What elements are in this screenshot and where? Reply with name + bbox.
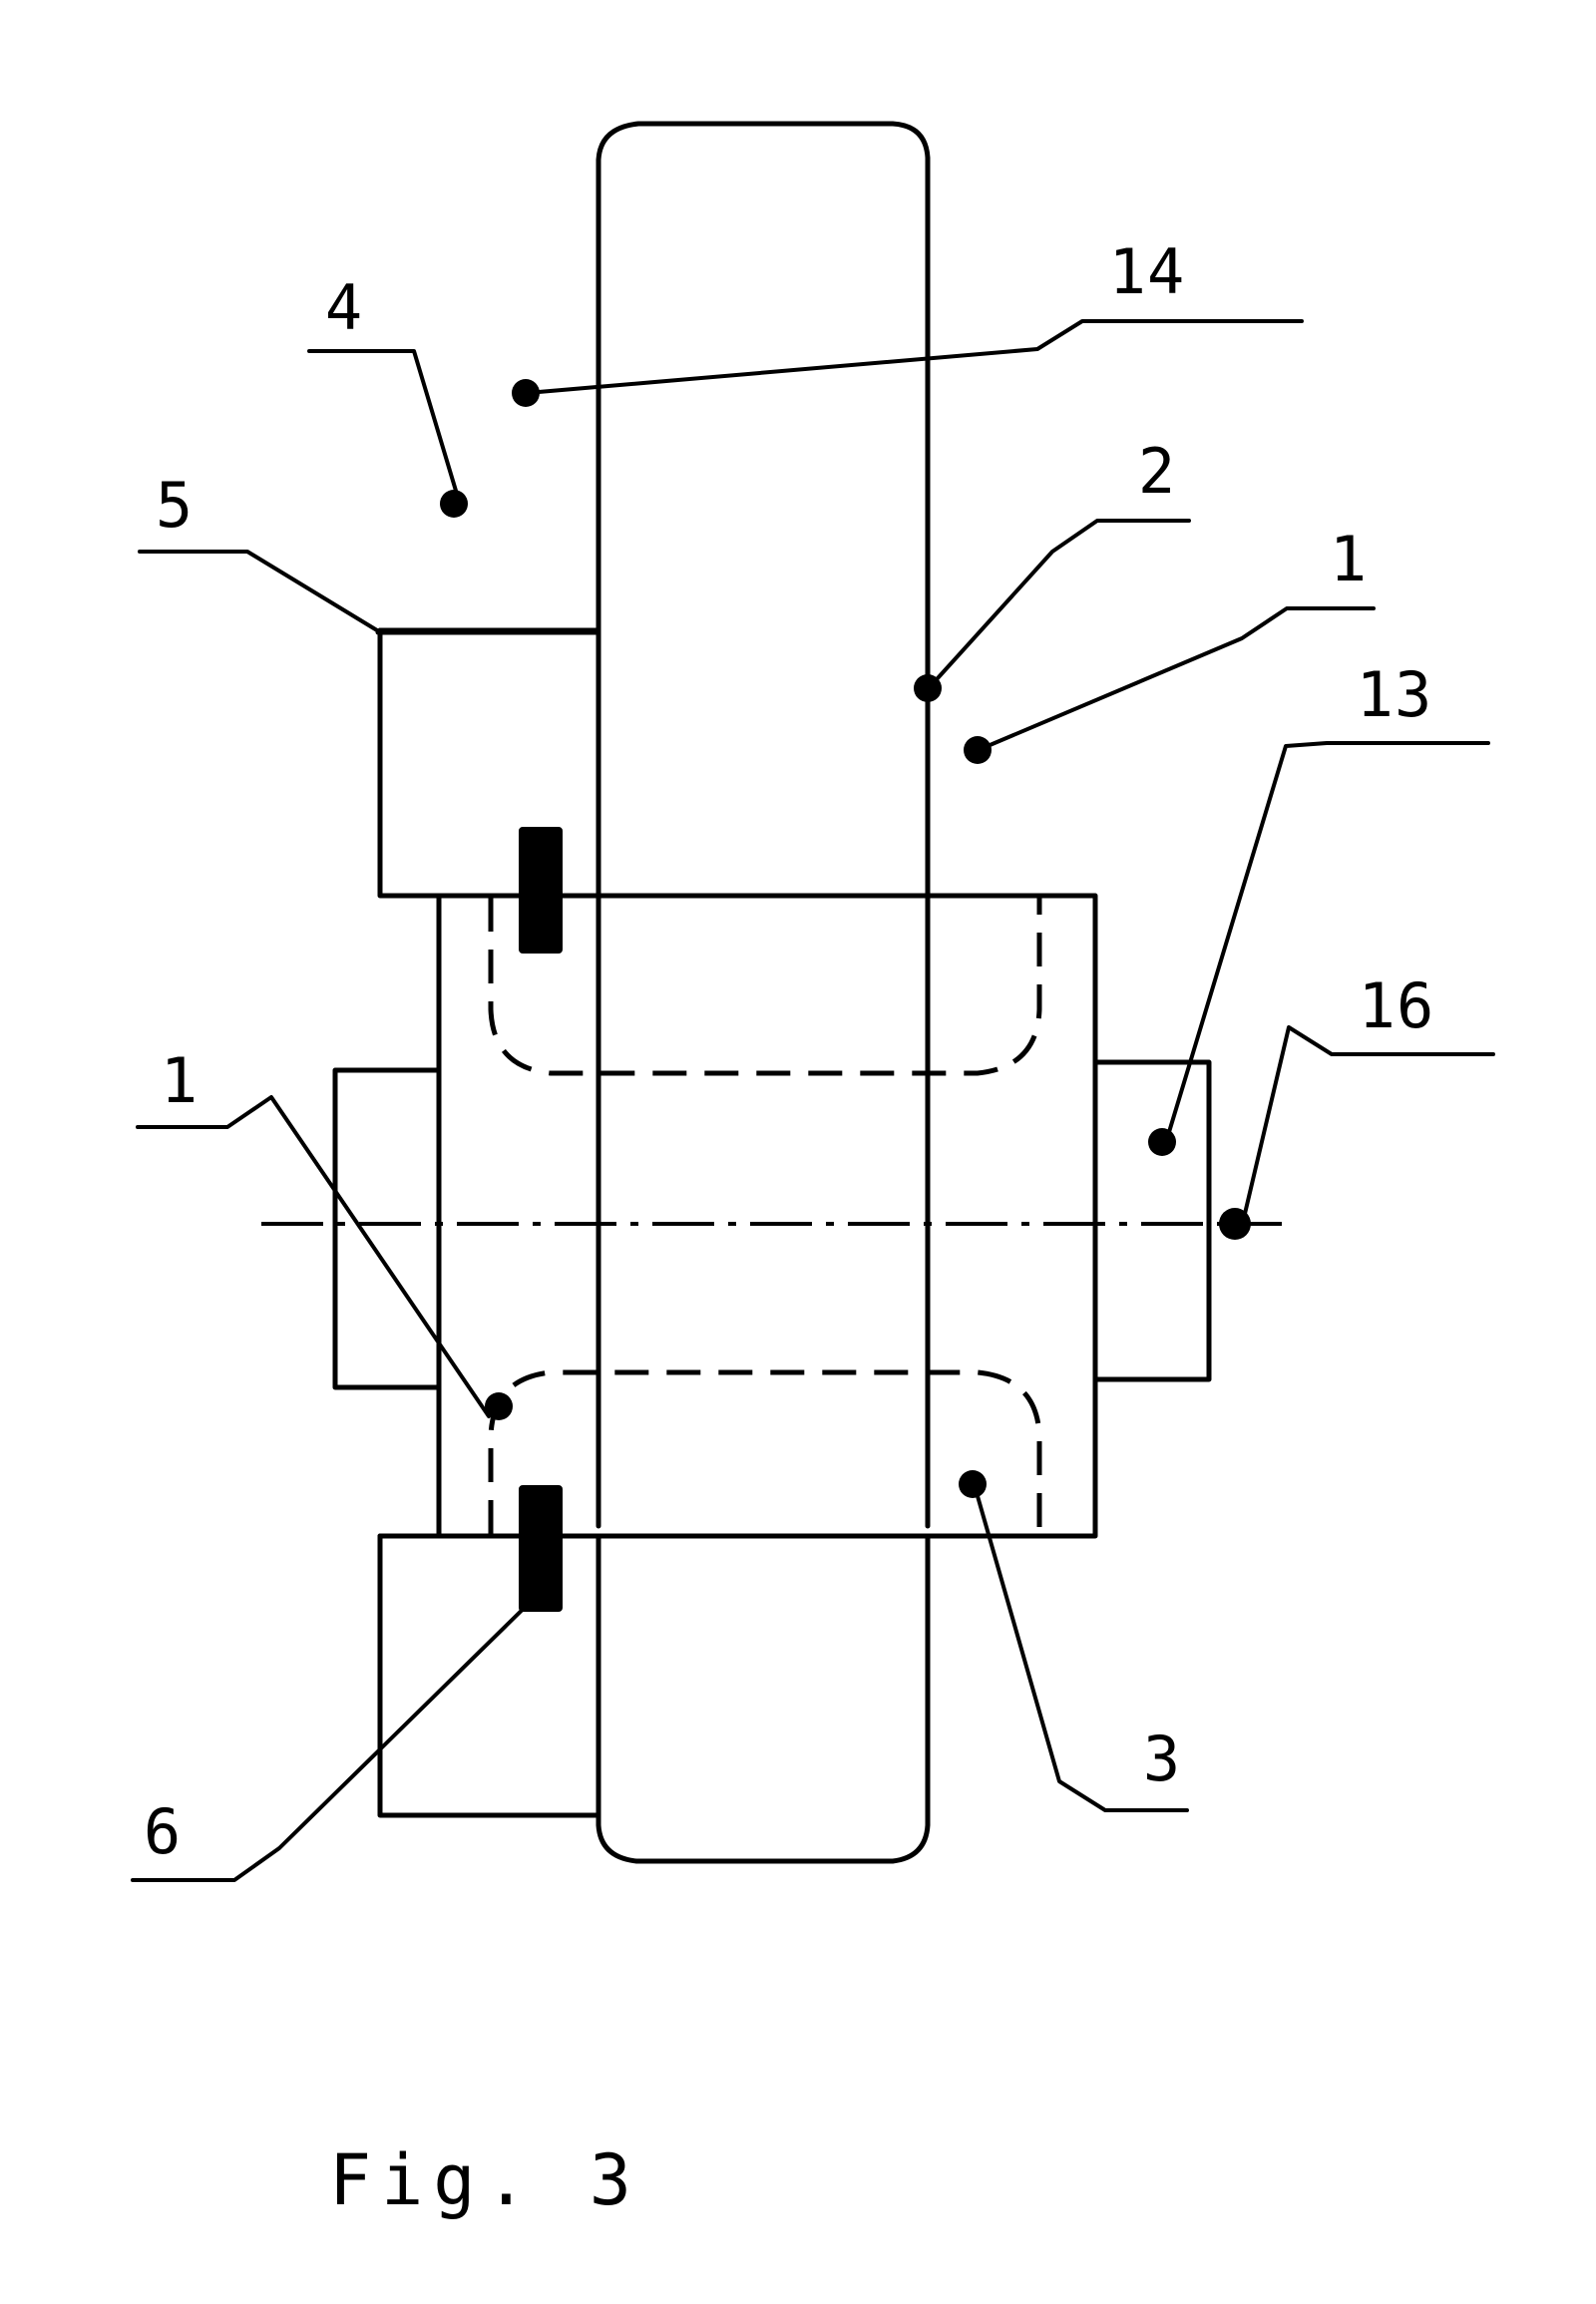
- ref-label-6: 6: [144, 1795, 182, 1868]
- ref-label-5: 5: [156, 469, 194, 542]
- vertical-tube-upper: [596, 121, 931, 1529]
- ref-label-1-lower: 1: [161, 1044, 199, 1117]
- leader-dot-14: [512, 379, 540, 407]
- figure-caption: Fig. 3: [329, 2139, 641, 2221]
- leader-ref-13: 13: [1148, 658, 1490, 1156]
- right-side-stub: [1092, 1059, 1212, 1382]
- ref-label-4: 4: [325, 271, 363, 344]
- leader-dot-1-lower: [485, 1392, 513, 1420]
- leader-ref-4: 4: [307, 271, 468, 518]
- leader-dot-3: [959, 1470, 987, 1498]
- leader-dot-1-upper: [964, 736, 992, 764]
- upper-hidden-fillet-2: [488, 898, 1042, 1076]
- leader-ref-1-upper: 1: [964, 523, 1376, 764]
- leader-ref-1-lower: 1: [136, 1044, 513, 1420]
- ref-label-13: 13: [1357, 658, 1433, 731]
- vertical-tube-lower: [596, 1533, 931, 1864]
- upper-flange-plate: [375, 627, 601, 899]
- leader-ref-3: 3: [959, 1470, 1189, 1812]
- leader-ref-14: 14: [512, 235, 1304, 407]
- ref-label-14: 14: [1109, 235, 1186, 308]
- leader-dot-16: [1219, 1208, 1251, 1240]
- ref-label-3: 3: [1143, 1723, 1181, 1795]
- ref-label-1-upper: 1: [1330, 523, 1368, 595]
- leader-dot-4: [440, 490, 468, 518]
- left-side-stub: [332, 1067, 442, 1390]
- ref-label-16: 16: [1359, 969, 1435, 1042]
- lower-weld-bead-6: [519, 1485, 563, 1612]
- leader-dot-13: [1148, 1128, 1176, 1156]
- leader-ref-16: 16: [1219, 969, 1495, 1240]
- upper-weld-bead-5: [519, 827, 563, 954]
- lower-flange-plate: [377, 1533, 601, 1818]
- ref-label-2: 2: [1138, 435, 1176, 508]
- leader-ref-5: 5: [138, 469, 379, 632]
- lower-hidden-fillet-3: [488, 1369, 1042, 1534]
- leader-ref-2: 2: [914, 435, 1191, 702]
- main-body-block: [436, 893, 1098, 1539]
- leader-ref-6: 6: [131, 1584, 549, 1882]
- leader-dot-2: [914, 674, 942, 702]
